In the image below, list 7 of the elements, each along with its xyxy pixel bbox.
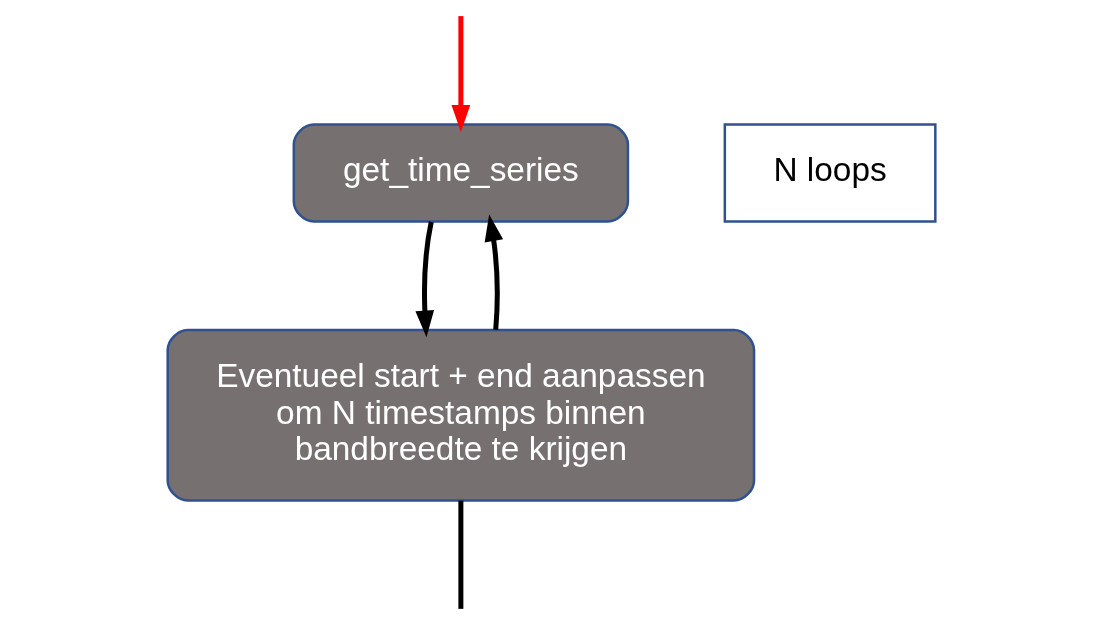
node-box: N loops bbox=[723, 123, 937, 223]
arrow bbox=[484, 214, 503, 330]
node-box: Eventueel start + end aanpassen om N timestamps binnen bandbreedte te krijgen bbox=[165, 328, 755, 502]
connector bbox=[457, 500, 463, 609]
arrow bbox=[451, 16, 470, 132]
arrow bbox=[414, 221, 434, 338]
node-box: get_time_series bbox=[292, 123, 629, 223]
